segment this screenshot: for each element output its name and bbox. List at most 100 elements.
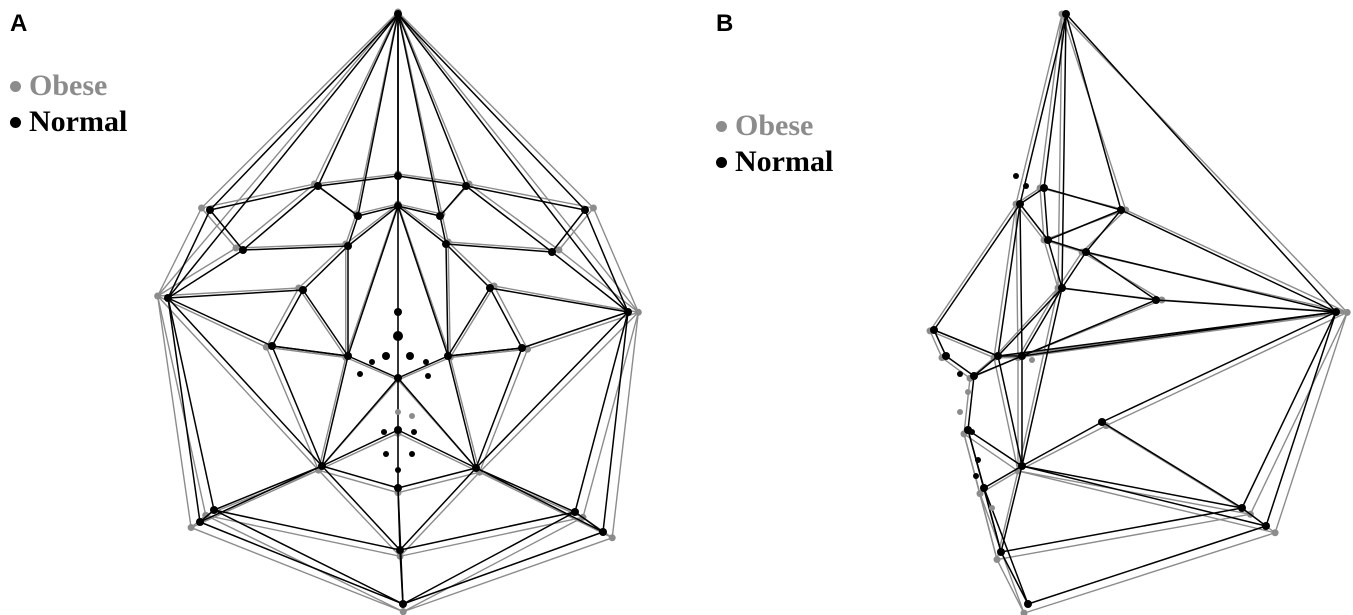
obese-mesh-edge [402, 537, 613, 613]
normal-landmark [1024, 600, 1032, 608]
obese-mesh-edge [201, 207, 237, 249]
normal-landmark [1018, 462, 1026, 470]
normal-mesh-edge [397, 13, 629, 313]
normal-mesh-edge [397, 13, 467, 187]
normal-mesh-edge [357, 205, 399, 217]
normal-mesh-edge [209, 185, 319, 211]
normal-mesh-edge [521, 311, 629, 349]
landmark-small [411, 429, 417, 435]
normal-mesh-edge [271, 289, 304, 347]
normal-mesh-edge [1021, 287, 1063, 357]
obese-mesh-edge [397, 173, 470, 185]
obese-landmark [589, 204, 597, 212]
obese-mesh-edge [611, 312, 640, 538]
normal-mesh-edge [945, 355, 975, 377]
obese-mesh-edge [397, 203, 449, 243]
obese-mesh-edge [1017, 470, 1276, 534]
normal-landmark [1016, 200, 1024, 208]
normal-mesh-edge [1120, 209, 1337, 313]
obese-landmark [232, 244, 240, 252]
obese-mesh-edge [993, 203, 1017, 358]
legend-item-normal: Normal [716, 144, 833, 180]
landmark-small [357, 371, 363, 377]
obese-mesh-edge [157, 295, 320, 471]
normal-mesh-edge [1027, 525, 1267, 605]
obese-mesh-edge [449, 357, 481, 473]
landmark-small [406, 352, 414, 360]
normal-mesh-edge [167, 249, 244, 299]
normal-mesh-edge [397, 467, 477, 489]
obese-mesh-edge [345, 213, 357, 245]
legend-marker-normal [716, 156, 727, 168]
normal-mesh-edge [213, 509, 401, 551]
panel-label: A [10, 10, 28, 37]
obese-mesh-edge [1043, 239, 1059, 289]
obese-mesh-edge [397, 203, 451, 358]
obese-mesh-edge [266, 346, 346, 359]
obese-landmark [976, 490, 984, 498]
obese-mesh-edge [963, 378, 971, 434]
normal-mesh-edge [397, 377, 477, 469]
normal-landmark [472, 464, 480, 472]
normal-mesh-edge [347, 355, 399, 379]
normal-mesh-edge [1085, 251, 1337, 313]
obese-mesh-edge [996, 559, 1025, 614]
normal-mesh-edge [445, 243, 449, 357]
obese-landmark [608, 534, 616, 542]
normal-landmark [394, 484, 402, 492]
normal-mesh-edge [1047, 239, 1087, 253]
obese-mesh-edge [157, 247, 237, 297]
normal-mesh-edge [933, 329, 999, 357]
normal-mesh-edge [242, 245, 349, 251]
normal-mesh-edge [321, 465, 399, 489]
obese-mesh-edge [929, 330, 995, 359]
normal-landmark [394, 308, 402, 316]
obese-mesh-edge [201, 11, 399, 209]
landmark-small [369, 359, 375, 365]
normal-mesh-edge [242, 185, 319, 251]
normal-mesh-edge [1241, 507, 1267, 527]
normal-landmark [624, 308, 632, 316]
normal-mesh-edge [199, 465, 323, 523]
normal-mesh-edge [1061, 251, 1087, 289]
obese-landmark [154, 292, 162, 300]
normal-landmark [394, 10, 402, 18]
obese-mesh-edge [318, 469, 399, 494]
landmark-small [989, 505, 995, 511]
obese-mesh-edge [941, 357, 971, 379]
landmark-small [1023, 183, 1029, 189]
normal-landmark [344, 242, 352, 250]
normal-mesh-edge [997, 287, 1063, 357]
normal-mesh-edge [574, 511, 604, 533]
legend: Obese Normal [716, 108, 833, 180]
normal-mesh-edge [1043, 187, 1049, 241]
obese-mesh-edge [402, 516, 584, 613]
panel-a-frontal-view: A Obese Normal [0, 0, 676, 615]
obese-mesh-edge [1274, 312, 1348, 533]
landmark-small [965, 389, 971, 395]
normal-mesh-edge [973, 355, 999, 377]
normal-landmark [196, 518, 204, 526]
normal-landmark [1044, 236, 1052, 244]
normal-landmark [1262, 522, 1270, 530]
normal-mesh-edge [402, 531, 604, 605]
obese-mesh-edge [1057, 13, 1063, 289]
normal-mesh-edge [967, 429, 1023, 467]
normal-mesh-edge [1047, 209, 1122, 241]
obese-mesh-edge [929, 203, 1017, 332]
landmark-small [409, 451, 415, 457]
normal-landmark [444, 352, 452, 360]
normal-mesh-edge [551, 251, 629, 313]
obese-mesh-edge [993, 287, 1059, 359]
obese-mesh-edge [397, 356, 451, 381]
normal-mesh-edge [213, 465, 323, 511]
obese-mesh-edge [1017, 425, 1107, 472]
normal-mesh-edge [167, 289, 304, 299]
normal-mesh-edge [357, 13, 399, 217]
normal-landmark [997, 548, 1005, 556]
obese-mesh-edge [1105, 425, 1251, 515]
landmark-small [973, 473, 979, 479]
obese-mesh-edge [190, 526, 404, 613]
obese-landmark [634, 308, 642, 316]
obese-mesh-edge [963, 433, 1019, 472]
